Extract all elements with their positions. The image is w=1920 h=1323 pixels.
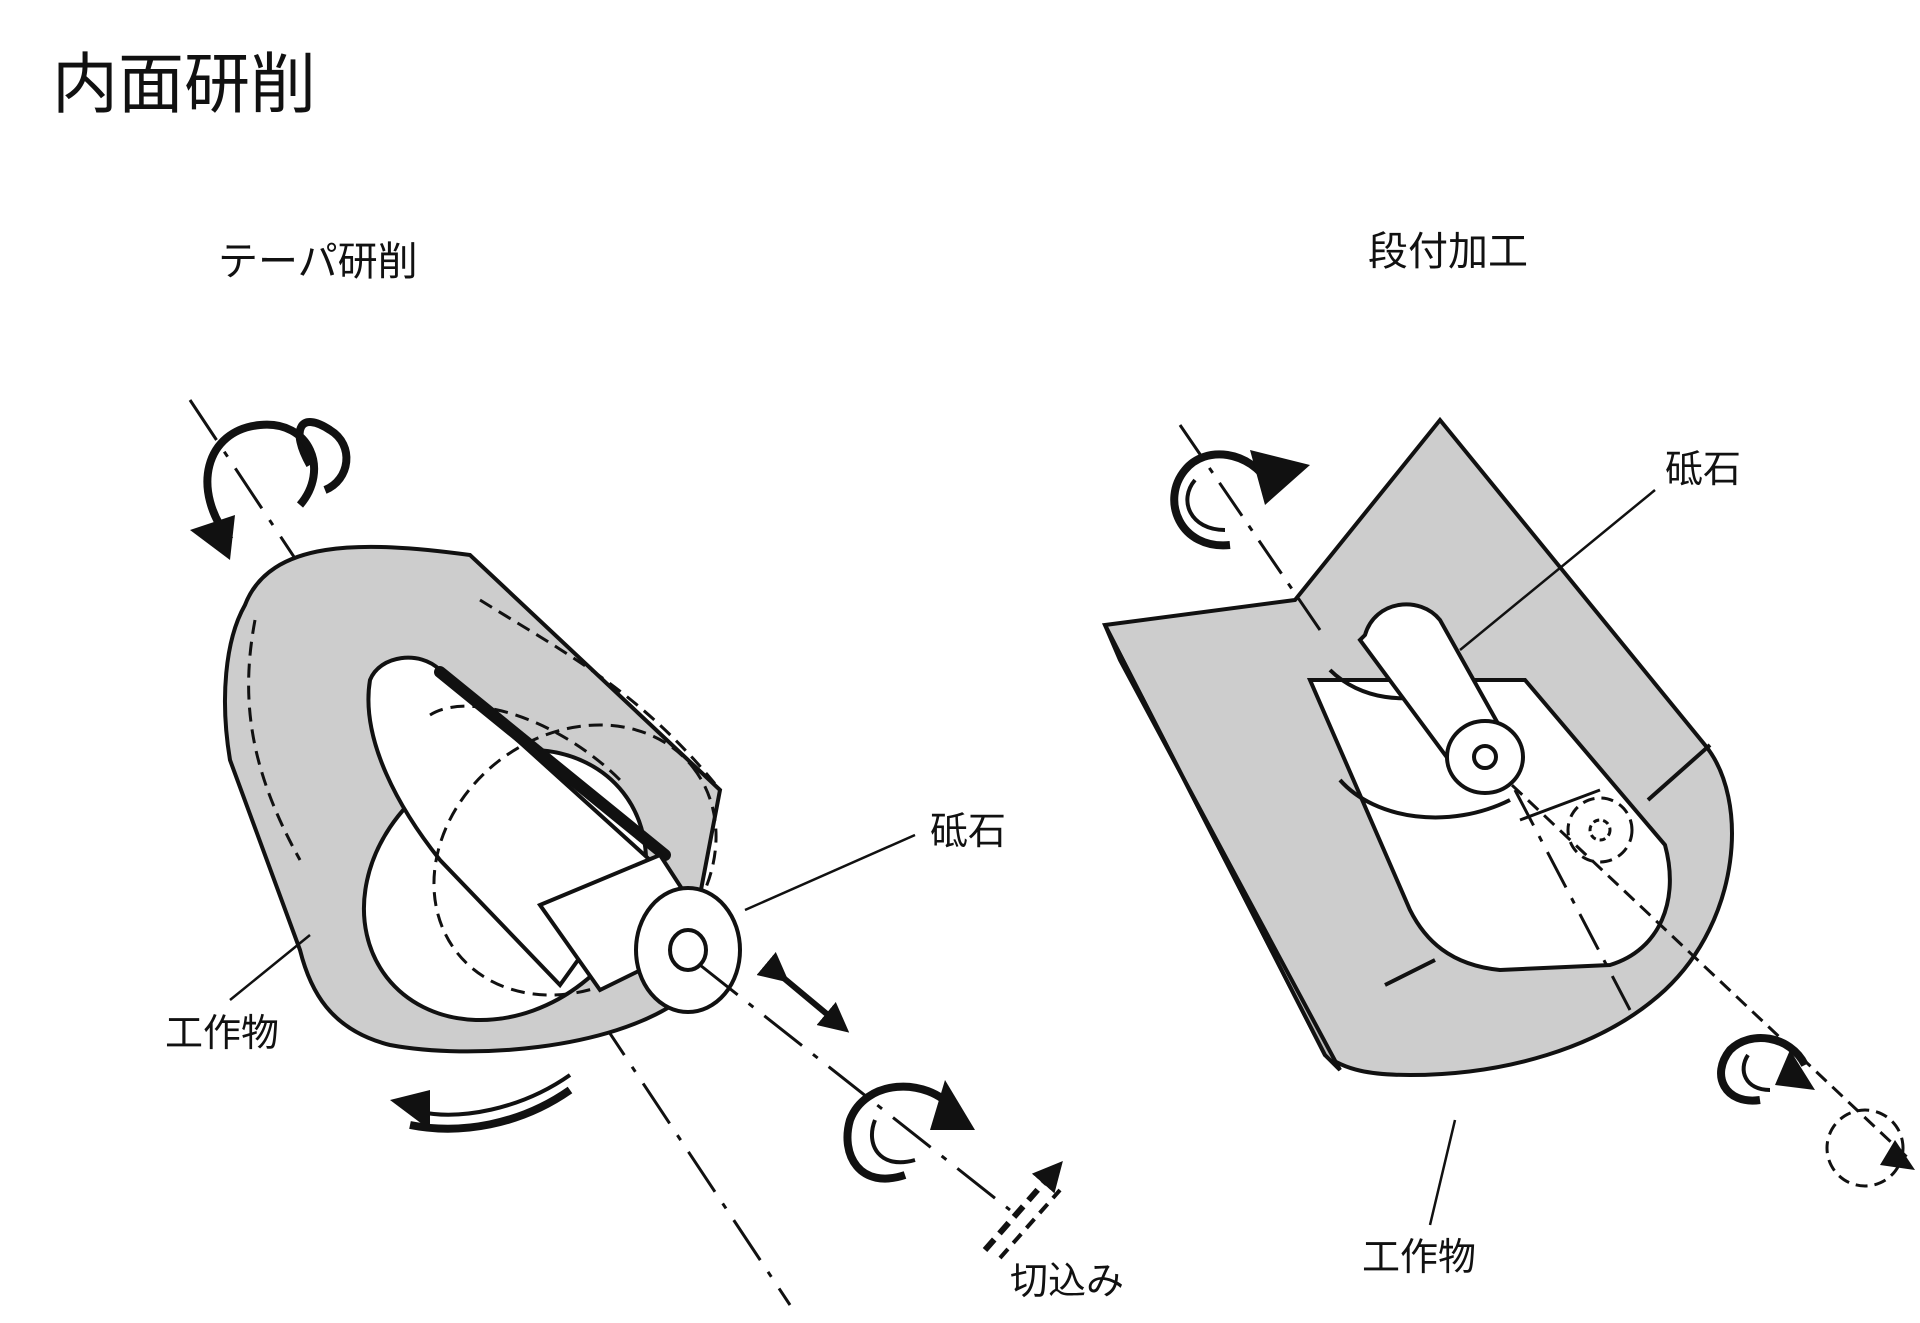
workpiece-leader-line [229, 934, 311, 1001]
traverse-dashed-circle [1825, 1108, 1915, 1188]
step-machining-figure [1101, 416, 1915, 1226]
workpiece-leader-line [1428, 1119, 1457, 1226]
wheel-leader-line [744, 833, 916, 912]
step-machining-heading: 段付加工 [1368, 229, 1528, 275]
infeed-arrow [982, 1160, 1063, 1260]
workpiece-rotation-arrow-bottom [390, 1073, 573, 1133]
step-wheel-label: 砥石 [1665, 447, 1742, 491]
workpiece-axis-line [188, 399, 792, 1306]
taper-grinding-heading: テーパ研削 [218, 239, 418, 285]
traverse-arrow [756, 951, 850, 1033]
step-workpiece-label: 工作物 [1362, 1235, 1477, 1279]
wheel-rotation-arrow [1717, 1034, 1815, 1105]
wheel-leader-line [1459, 489, 1656, 651]
taper-grinding-figure [188, 399, 1063, 1306]
taper-wheel-label: 砥石 [930, 809, 1007, 853]
wheel-rotation-arrow [843, 1080, 975, 1183]
workpiece-rotation-arrow [1170, 450, 1310, 550]
workpiece-rotation-arrow [190, 418, 351, 560]
taper-workpiece-label: 工作物 [165, 1011, 280, 1055]
infeed-label: 切込み [1010, 1259, 1125, 1303]
workpiece-plate [1101, 416, 1734, 1078]
wheel-axis-line [1478, 753, 1912, 1162]
grinding-wheel [1357, 602, 1634, 864]
page-title: 内面研削 [52, 46, 316, 123]
grinding-wheel [536, 852, 742, 1014]
wheel-axis-line [699, 963, 1011, 1212]
workpiece-axis-line [1178, 424, 1322, 631]
